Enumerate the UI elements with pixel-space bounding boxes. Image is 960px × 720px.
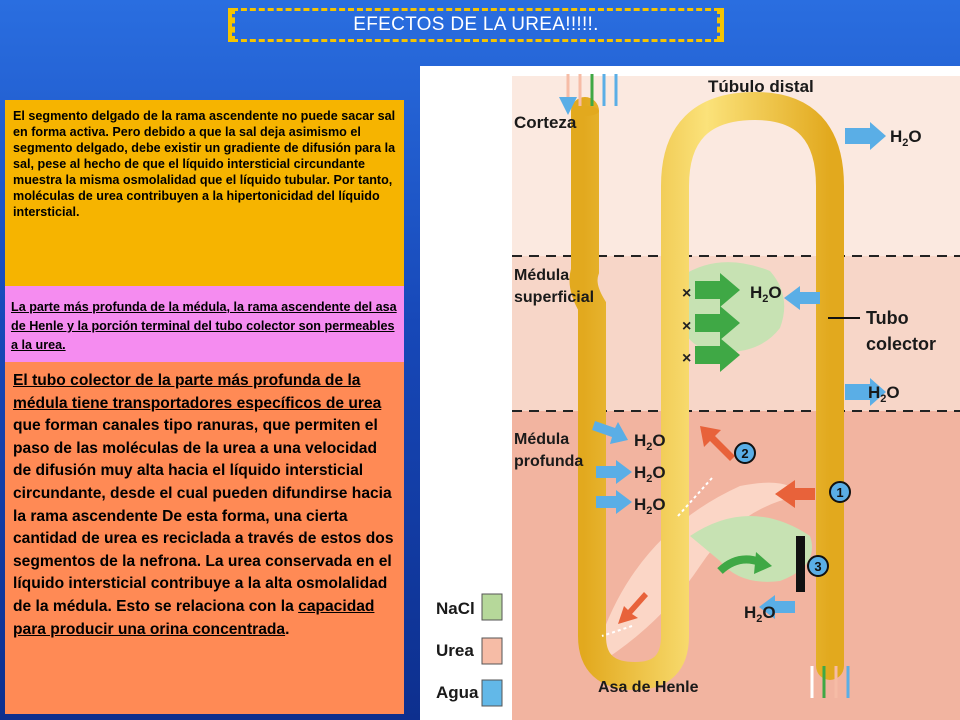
label-medula-profunda-2: profunda [514,453,583,470]
nacl-deep-area [690,516,812,582]
text-panel-gradiente: El segmento delgado de la rama ascendent… [5,100,404,286]
svg-text:H2O: H2O [634,495,666,517]
text-panel-transportadores: El tubo colector de la parte más profund… [5,362,404,714]
label-tubo-colector-1: Tubo [866,308,909,328]
svg-text:×: × [682,285,691,302]
panel-2-text: La parte más profunda de la médula, la r… [11,300,397,352]
text-panel-permeabilidad: La parte más profunda de la médula, la r… [5,286,404,362]
nephron-tube [569,91,844,691]
marker-3-bar [796,536,805,592]
h2o-labels: H2O H2O H2O H2O H2O H2O H2O [634,127,922,625]
slide-title-text: EFECTOS DE LA UREA!!!!!. [353,14,599,35]
svg-text:3: 3 [814,559,821,574]
tube-opening [571,106,599,116]
legend-swatch-agua [481,679,503,707]
legend-swatch-urea [481,637,503,665]
marker-2: 2 [734,442,756,464]
nephron-diagram-svg: × × × 1 2 3 [436,74,960,720]
svg-text:H2O: H2O [634,463,666,485]
nacl-interstitial-area [682,262,785,353]
legend-label-nacl: NaCl [436,599,475,618]
label-medula-superficial-1: Médula [514,267,569,284]
label-medula-profunda-1: Médula [514,431,569,448]
marker-1: 1 [829,481,851,503]
svg-text:H2O: H2O [634,431,666,453]
svg-text:H2O: H2O [890,127,922,149]
urea-recycle-arrows [601,477,713,637]
label-corteza: Corteza [514,113,577,132]
svg-text:2: 2 [741,446,748,461]
panel-1-text: El segmento delgado de la rama ascendent… [13,109,396,219]
label-tubo-colector-2: colector [866,334,936,354]
panel-3-text-1: que forman canales tipo ranuras, que per… [13,417,394,615]
urea-arrows [618,426,815,624]
water-arrows [592,122,886,619]
legend-label-urea: Urea [436,641,474,660]
label-tubulo-distal: Túbulo distal [708,77,814,96]
urea-interstitial-area [595,482,800,666]
legend-swatch-nacl [481,593,503,621]
svg-text:×: × [682,318,691,335]
nephron-diagram: × × × 1 2 3 [420,66,960,720]
label-medula-superficial-2: superficial [514,289,594,306]
legend: NaCl Urea Agua [436,593,503,707]
legend-label-agua: Agua [436,683,479,702]
panel-3-text-2: . [285,620,290,638]
bottom-arrows [810,666,850,698]
label-asa-henle: Asa de Henle [598,679,699,696]
svg-text:H2O: H2O [868,383,900,405]
svg-text:×: × [682,350,691,367]
svg-text:H2O: H2O [744,603,776,625]
nacl-arrows: × × × [682,273,772,575]
slide-title: EFECTOS DE LA UREA!!!!!. [228,8,724,42]
panel-3-underlined-1: El tubo colector de la parte más profund… [13,372,382,412]
svg-text:H2O: H2O [750,283,782,305]
top-arrows [559,74,618,115]
marker-3: 3 [807,555,829,577]
panel-3-underlined-2: capacidad para producir una orina concen… [13,597,375,638]
svg-text:1: 1 [836,485,843,500]
